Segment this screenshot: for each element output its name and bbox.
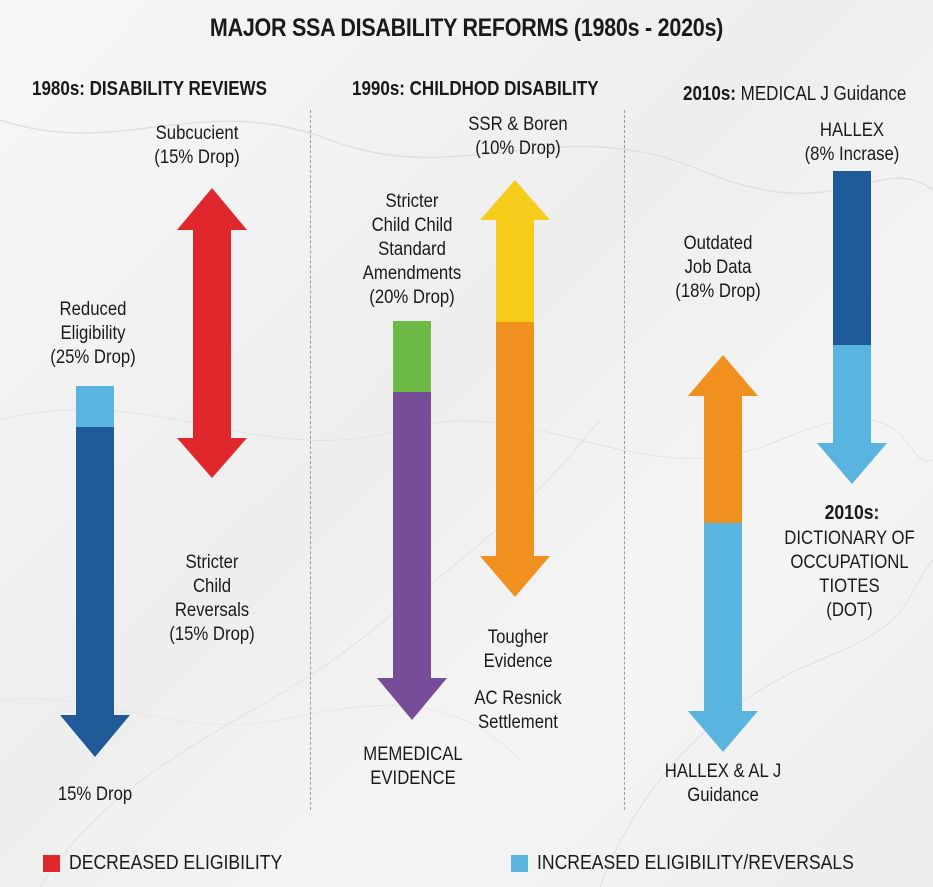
arrow-head-down [60,715,130,757]
bar-segment-orange [496,322,534,558]
bar-segment-light-blue [833,345,871,445]
column-divider [310,110,311,810]
arrow-1990s-child-standard [377,321,447,720]
label-1990s-left: Stricter Child Child Standard Amendments… [362,191,462,308]
arrow-head-up [177,188,247,230]
legend-label: DECREASED ELIGIBILITY [69,852,283,874]
legend-label: INCREASED ELIGIBILITY/REVERSALS [537,852,854,874]
arrow-head-down [377,678,447,720]
arrow-1980s-reduced-eligibility [60,386,130,757]
label-2010s-right-body: DICTIONARY OF OCCUPATIONL TIOTES (DOT) [784,528,915,621]
column-heading-2010s-light: MEDICAL J Guidance [740,83,907,105]
column-divider [624,110,625,810]
bar-segment-light-blue [704,523,742,713]
label-1980s-left: Reduced Eligibility (25% Drop) [50,299,136,368]
bar-segment-dark-blue [833,171,871,346]
page-title: MAJOR SSA DISABILITY REFORMS (1980s - 20… [209,14,724,42]
column-heading-1980s: 1980s: DISABILITY REVIEWS [32,78,267,100]
column-heading-1990s: 1990s: CHILDHOD DISABILITY [352,78,599,100]
bar-segment-red [193,228,231,440]
bar-segment-orange [704,394,742,524]
column-heading-2010s: 2010s: MEDICAL J Guidance [683,83,906,106]
legend-item-decreased: DECREASED ELIGIBILITY [43,852,311,875]
bar-segment-light-blue [76,386,114,428]
bar-segment-purple [393,392,431,680]
label-1990s-middle-2: AC Resnick Settlement [474,688,562,733]
bar-segment-yellow [496,218,534,323]
arrow-head-down [480,556,550,597]
label-2010s-right-title: 2010s: [824,502,880,524]
label-1980s-top: Subcucient (15% Drop) [154,123,240,168]
bar-segment-green [393,321,431,393]
label-1990s-middle-1: Tougher Evidence [483,627,553,672]
arrow-2010s-hallex [817,171,887,484]
label-1980s-bottom: 15% Drop [57,784,133,805]
label-1990s-bottom: MEMEDICAL EVIDENCE [363,744,463,789]
legend-swatch-light-blue [511,855,528,872]
column-heading-2010s-bold: 2010s: [683,83,736,105]
arrow-1980s-subcucient [177,188,247,478]
legend-item-increased: INCREASED ELIGIBILITY/REVERSALS [511,852,897,875]
label-1990s-top: SSR & Boren (10% Drop) [468,114,568,159]
arrow-head-down [177,438,247,478]
arrow-1990s-ssr-boren [480,180,550,597]
arrow-head-down [817,443,887,484]
legend-swatch-red [43,855,60,872]
bar-segment-dark-blue [76,427,114,717]
arrow-2010s-outdated-job-data [688,355,758,752]
label-2010s-left: Outdated Job Data (18% Drop) [675,233,761,302]
arrow-head-up [480,180,550,220]
label-2010s-bottom: HALLEX & AL J Guidance [664,761,782,806]
arrow-head-down [688,711,758,752]
label-2010s-top: HALLEX (8% Incrase) [804,120,900,165]
arrow-head-up [688,355,758,396]
label-1980s-middle: Stricter Child Reversals (15% Drop) [169,552,255,645]
